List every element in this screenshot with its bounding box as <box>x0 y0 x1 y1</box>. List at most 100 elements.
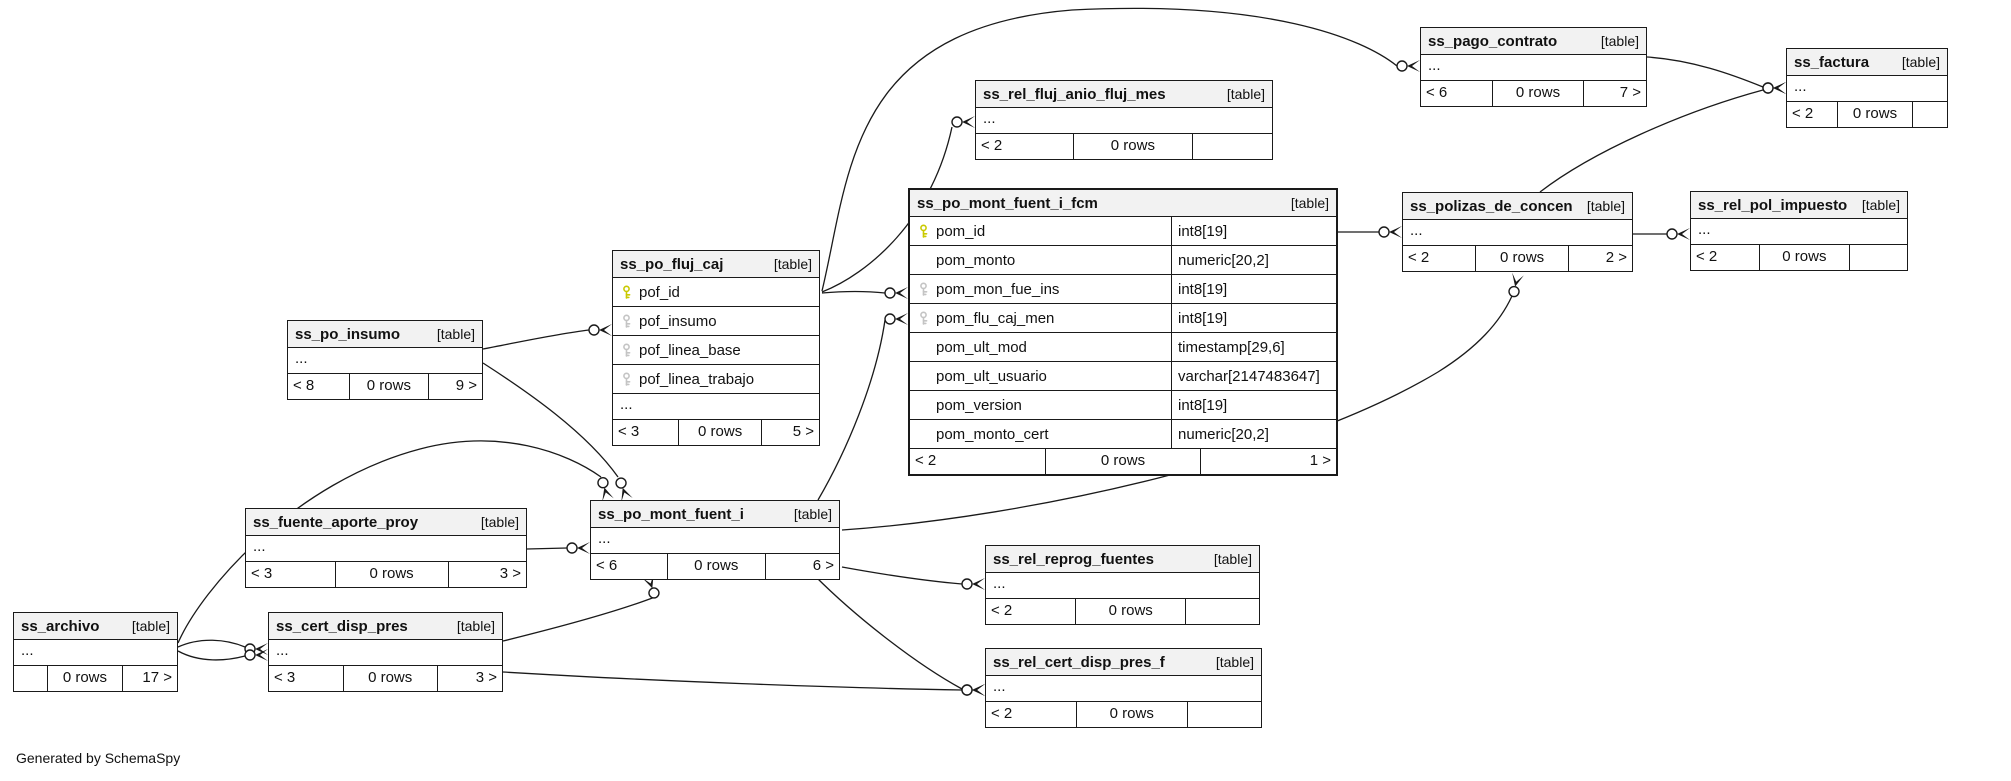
table-header: ss_archivo [table] <box>14 613 177 640</box>
footer-children-count <box>1186 702 1261 727</box>
zero-or-more-circle <box>884 287 896 299</box>
column-row: pof_insumo <box>613 307 819 336</box>
footer-parents-count: < 2 <box>986 599 1077 624</box>
table-header: ss_fuente_aporte_proy[table] <box>246 509 526 536</box>
table-type-badge: [table] <box>1586 198 1625 214</box>
table-type-badge: [table] <box>1861 197 1900 213</box>
relationship-line-ss_po_insumo-to-ss_po_fluj_caj <box>482 329 590 350</box>
table-type-badge: [table] <box>1600 33 1639 49</box>
crowfoot-arrow <box>255 643 268 655</box>
zero-or-more-circle <box>1762 82 1774 94</box>
foreign-key-icon <box>613 372 639 386</box>
footer-parents-count: < 3 <box>269 666 344 691</box>
table-header: ss_factura[table] <box>1787 49 1947 76</box>
table-name: ss_po_insumo <box>295 325 401 343</box>
zero-or-more-circle <box>961 578 973 590</box>
footer-children-count: 3 > <box>447 562 526 587</box>
footer-children-count: 3 > <box>436 666 502 691</box>
footer-parents-count: < 2 <box>1403 246 1477 271</box>
crowfoot-arrow <box>577 542 590 554</box>
crowfoot-arrow <box>895 313 908 325</box>
table-header: ss_po_mont_fuent_i[table] <box>591 501 839 528</box>
crowfoot-arrow <box>972 684 985 696</box>
footer-children-count: 7 > <box>1583 81 1646 106</box>
footer-row-count: 0 rows <box>698 423 743 440</box>
relationship-line-ss_archivo-to-ss_cert_disp_pres <box>177 639 246 648</box>
crowfoot-arrow <box>895 287 908 299</box>
table-header: ss_rel_reprog_fuentes[table] <box>986 546 1259 573</box>
table-type-badge: [table] <box>131 618 170 634</box>
table-type-badge: [table] <box>773 256 812 272</box>
column-name: pof_linea_trabajo <box>639 370 755 388</box>
crowfoot-arrow <box>1773 82 1786 94</box>
zero-or-more-circle <box>1666 228 1678 240</box>
relationship-line-ss_po_fluj_caj-to-ss_rel_fluj_anio_fluj_mes <box>821 126 953 293</box>
table-name: ss_archivo <box>21 617 100 635</box>
footer-row-count: 0 rows <box>1109 705 1154 722</box>
footer-row-count: 0 rows <box>62 669 107 686</box>
foreign-key-icon <box>910 311 936 325</box>
table-ss_rel_reprog_fuentes[interactable]: ss_rel_reprog_fuentes[table]...< 2 0 rows <box>985 545 1260 625</box>
table-name: ss_po_fluj_caj <box>620 255 724 273</box>
column-type: int8[19] <box>1171 304 1336 332</box>
footer-row-count: 0 rows <box>694 557 739 574</box>
table-footer: < 2 0 rows <box>986 599 1259 624</box>
foreign-key-icon <box>613 343 639 357</box>
crowfoot-arrow <box>962 116 975 128</box>
more-columns-ellipsis: ... <box>591 528 839 554</box>
more-columns-ellipsis: ... <box>986 573 1259 599</box>
column-name: pom_ult_mod <box>936 338 1027 356</box>
table-name: ss_polizas_de_concen <box>1410 197 1573 215</box>
table-name: ss_fuente_aporte_proy <box>253 513 419 531</box>
footer-children-count: 9 > <box>427 374 482 399</box>
primary-key-icon <box>910 224 936 238</box>
column-type: timestamp[29,6] <box>1171 333 1336 361</box>
table-header: ss_rel_fluj_anio_fluj_mes[table] <box>976 81 1272 108</box>
footer-parents-count: < 2 <box>1787 102 1839 127</box>
table-header: ss_polizas_de_concen [table] <box>1403 193 1632 220</box>
column-type: int8[19] <box>1171 391 1336 419</box>
relationship-line-ss_archivo-to-ss_cert_disp_pres <box>177 650 246 661</box>
table-name: ss_rel_pol_impuesto <box>1698 196 1848 214</box>
column-row: pof_id <box>613 278 819 307</box>
table-header: ss_cert_disp_pres[table] <box>269 613 502 640</box>
table-type-badge: [table] <box>1226 86 1265 102</box>
column-row: pom_ult_mod timestamp[29,6] <box>910 333 1336 362</box>
crowfoot-arrow <box>602 487 614 502</box>
table-type-badge: [table] <box>1213 551 1252 567</box>
footer-children-count: 2 > <box>1567 246 1632 271</box>
relationship-line-ss_po_fluj_caj-to-ss_po_mont_fuent_i_fcm <box>821 290 886 294</box>
primary-key-icon <box>613 285 639 299</box>
footer-row-count: 0 rows <box>1108 602 1153 619</box>
zero-or-more-circle <box>648 587 660 599</box>
relationship-line-ss_po_mont_fuent_i-to-ss_rel_reprog_fuentes <box>841 566 963 585</box>
footer-parents-count: < 6 <box>591 554 668 579</box>
more-columns-ellipsis: ... <box>246 536 526 562</box>
relationship-line-ss_po_insumo-to-ss_po_mont_fuent_i <box>482 362 619 478</box>
more-columns-ellipsis: ... <box>288 348 482 374</box>
column-name: pom_id <box>936 222 986 240</box>
footer-parents-count: < 2 <box>976 134 1074 159</box>
